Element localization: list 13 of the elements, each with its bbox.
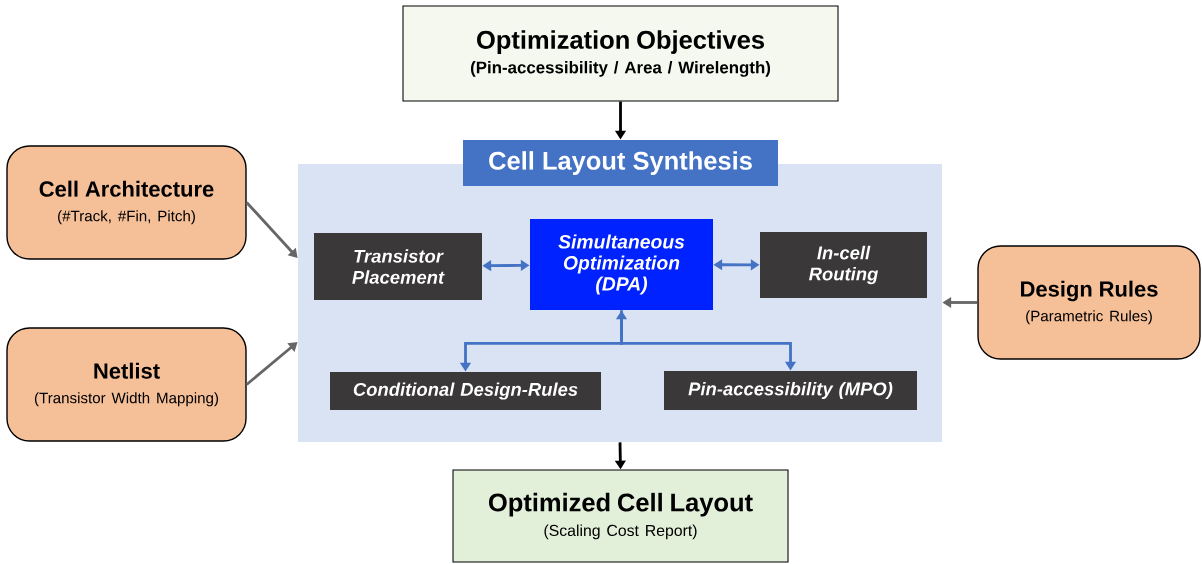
input-box: Cell Architecture (#Track, #Fin, Pitch) (6, 145, 247, 260)
input-box: Netlist (Transistor Width Mapping) (6, 327, 247, 442)
process-box: Pin-accessibility (MPO) (664, 371, 917, 410)
objective-box: Optimization Objectives (Pin-accessibility / Area / Wirelength) (402, 5, 839, 102)
arrow (245, 342, 298, 386)
input-box: Design Rules (Parametric Rules) (977, 245, 1201, 360)
optimization-box: Simultaneous Optimization (DPA) (530, 219, 713, 310)
process-box: Conditional Design-Rules (330, 372, 601, 410)
result-box: Optimized Cell Layout (Scaling Cost Report) (452, 469, 789, 563)
process-box: Transistor Placement (314, 233, 482, 300)
arrow (245, 201, 298, 258)
process-box: In-cell Routing (760, 232, 927, 298)
title-tab: Cell Layout Synthesis (463, 140, 778, 186)
